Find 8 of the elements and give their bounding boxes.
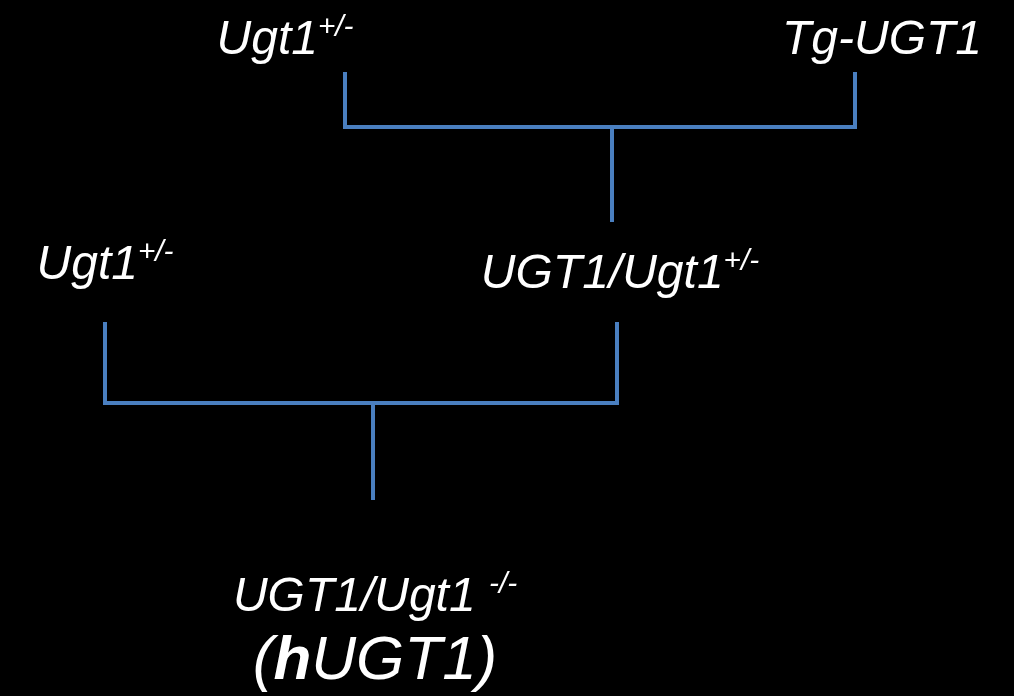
genotype-label: Ugt1$^{+/-}$: [36, 235, 174, 291]
genotype-label: (hUGT1): [252, 621, 498, 693]
genotype-label: UGT1/Ugt1$^{+/-}$: [480, 244, 760, 300]
genotype-label: UGT1/Ugt1 $^{-/-}$: [232, 566, 518, 622]
cross-line: [610, 72, 857, 222]
genotype-label: Tg-UGT1: [782, 10, 982, 66]
genotype-label: Ugt1$^{+/-}$: [216, 10, 354, 66]
cross-line: [371, 322, 619, 500]
